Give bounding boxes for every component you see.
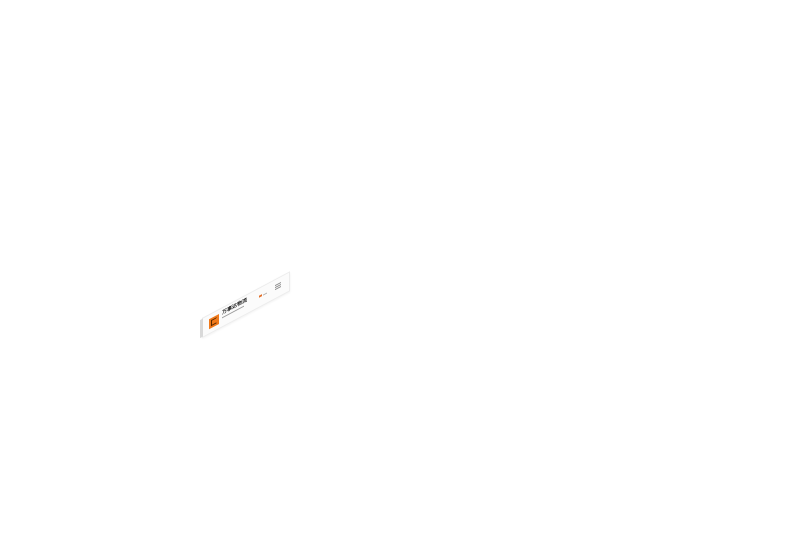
site-header: 万事达物流	[200, 271, 290, 339]
nav-active-marker	[259, 294, 262, 298]
logo-glyph	[211, 317, 217, 327]
nav-item-active[interactable]	[259, 291, 267, 298]
brand-logo-icon[interactable]	[209, 313, 219, 330]
header-edge	[200, 318, 203, 339]
nav-item-label-line	[263, 291, 267, 296]
hamburger-menu-icon[interactable]	[275, 281, 281, 291]
